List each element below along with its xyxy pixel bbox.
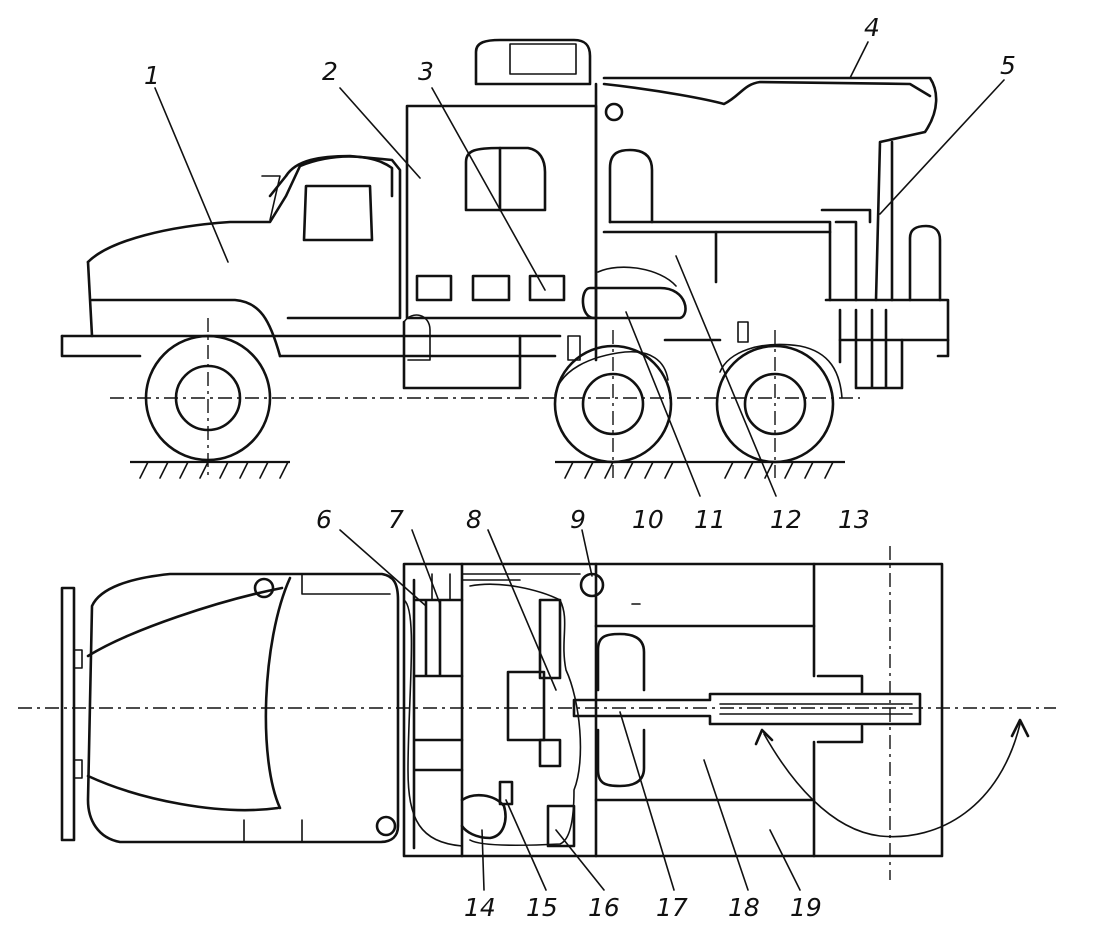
label-15: 15 bbox=[526, 893, 558, 922]
ground-rear bbox=[555, 460, 845, 479]
cylinder-cap bbox=[597, 266, 677, 287]
chassis-frame bbox=[60, 334, 950, 358]
roof-rail bbox=[461, 573, 581, 581]
roof-box bbox=[474, 38, 592, 86]
mirror-left bbox=[253, 577, 275, 599]
cab-outline bbox=[268, 154, 402, 320]
label-6: 6 bbox=[316, 505, 332, 534]
floor-outline bbox=[403, 599, 463, 847]
label-5: 5 bbox=[1000, 51, 1016, 80]
panel-cabinet bbox=[538, 598, 562, 680]
upper-deck bbox=[608, 220, 832, 302]
label-1: 1 bbox=[144, 61, 160, 90]
label-17: 17 bbox=[656, 893, 688, 922]
ground-front bbox=[130, 460, 290, 479]
boom-pivot bbox=[604, 102, 624, 122]
label-11: 11 bbox=[694, 505, 726, 534]
body-top-outline bbox=[402, 562, 944, 858]
slew-arrow-tail bbox=[754, 728, 774, 746]
frame-bracket bbox=[567, 335, 581, 361]
cab-top-details bbox=[243, 573, 391, 843]
label-12: 12 bbox=[770, 505, 802, 534]
frame-bracket-2 bbox=[737, 321, 749, 343]
rear-frame-posts bbox=[838, 308, 904, 390]
label-10: 10 bbox=[632, 505, 664, 534]
slew-arc bbox=[763, 723, 1021, 838]
top-bumper bbox=[60, 586, 76, 842]
label-2: 2 bbox=[322, 57, 338, 86]
vent-2 bbox=[471, 274, 511, 302]
mirror-right bbox=[375, 815, 397, 837]
rear-platform bbox=[824, 298, 950, 342]
label-14: 14 bbox=[464, 893, 496, 922]
top-view: 6 7 8 9 10 13 14 15 16 17 18 19 bbox=[18, 505, 1056, 922]
cabinet-6-7 bbox=[412, 578, 464, 850]
front-bumper-line bbox=[86, 260, 94, 338]
boom-frame bbox=[594, 76, 938, 362]
vent-1 bbox=[415, 274, 453, 302]
leader-19 bbox=[769, 829, 801, 891]
roof-box-panel bbox=[509, 43, 577, 75]
lower-tank bbox=[403, 314, 431, 361]
rear-unit-top bbox=[820, 208, 872, 224]
boom-arm bbox=[602, 80, 932, 106]
boom-mount bbox=[816, 674, 864, 744]
windshield-top bbox=[264, 576, 292, 810]
fender-line bbox=[90, 298, 282, 358]
vent-3 bbox=[528, 274, 566, 302]
label-18: 18 bbox=[728, 893, 760, 922]
boom-top bbox=[572, 692, 922, 726]
rear-post bbox=[834, 220, 858, 302]
label-19: 19 bbox=[790, 893, 822, 922]
label-16: 16 bbox=[588, 893, 620, 922]
cab-top-outline bbox=[86, 572, 400, 844]
tank-top-arch-1 bbox=[596, 632, 646, 692]
side-leader-lines bbox=[154, 41, 1005, 497]
boom-pivot-top bbox=[579, 572, 605, 598]
hood-top-left bbox=[86, 586, 284, 658]
handle bbox=[498, 780, 514, 806]
label-4: 4 bbox=[864, 13, 880, 42]
rear-wheel-2 bbox=[715, 330, 835, 478]
hood-outline bbox=[86, 155, 394, 264]
lower-box bbox=[402, 320, 522, 390]
label-3: 3 bbox=[418, 57, 434, 86]
label-7: 7 bbox=[388, 505, 404, 534]
label-8: 8 bbox=[466, 505, 482, 534]
cylinder bbox=[581, 286, 687, 320]
slew-arrow-head bbox=[1010, 718, 1030, 738]
rear-arch bbox=[908, 224, 942, 302]
label-9: 9 bbox=[570, 505, 586, 534]
control-panel bbox=[506, 670, 546, 742]
tow-hooks bbox=[73, 649, 83, 779]
tank-arch-1 bbox=[608, 148, 654, 224]
wheel-cutaway bbox=[554, 343, 843, 399]
tank-top-arch-2 bbox=[596, 728, 646, 788]
cab-window bbox=[302, 184, 374, 242]
panel-box bbox=[538, 738, 562, 768]
side-view: 1 2 3 4 5 11 12 bbox=[60, 13, 1016, 534]
hood-top-right bbox=[86, 774, 280, 812]
cabinet-hinges bbox=[431, 573, 451, 601]
cab-mirror bbox=[261, 175, 281, 221]
seat bbox=[460, 793, 507, 840]
step-box bbox=[546, 804, 576, 848]
body-window bbox=[464, 146, 547, 212]
rear-wheel-1 bbox=[553, 330, 673, 478]
top-leader-lines bbox=[339, 529, 749, 891]
label-13: 13 bbox=[838, 505, 870, 534]
curtain-outline bbox=[469, 583, 582, 846]
